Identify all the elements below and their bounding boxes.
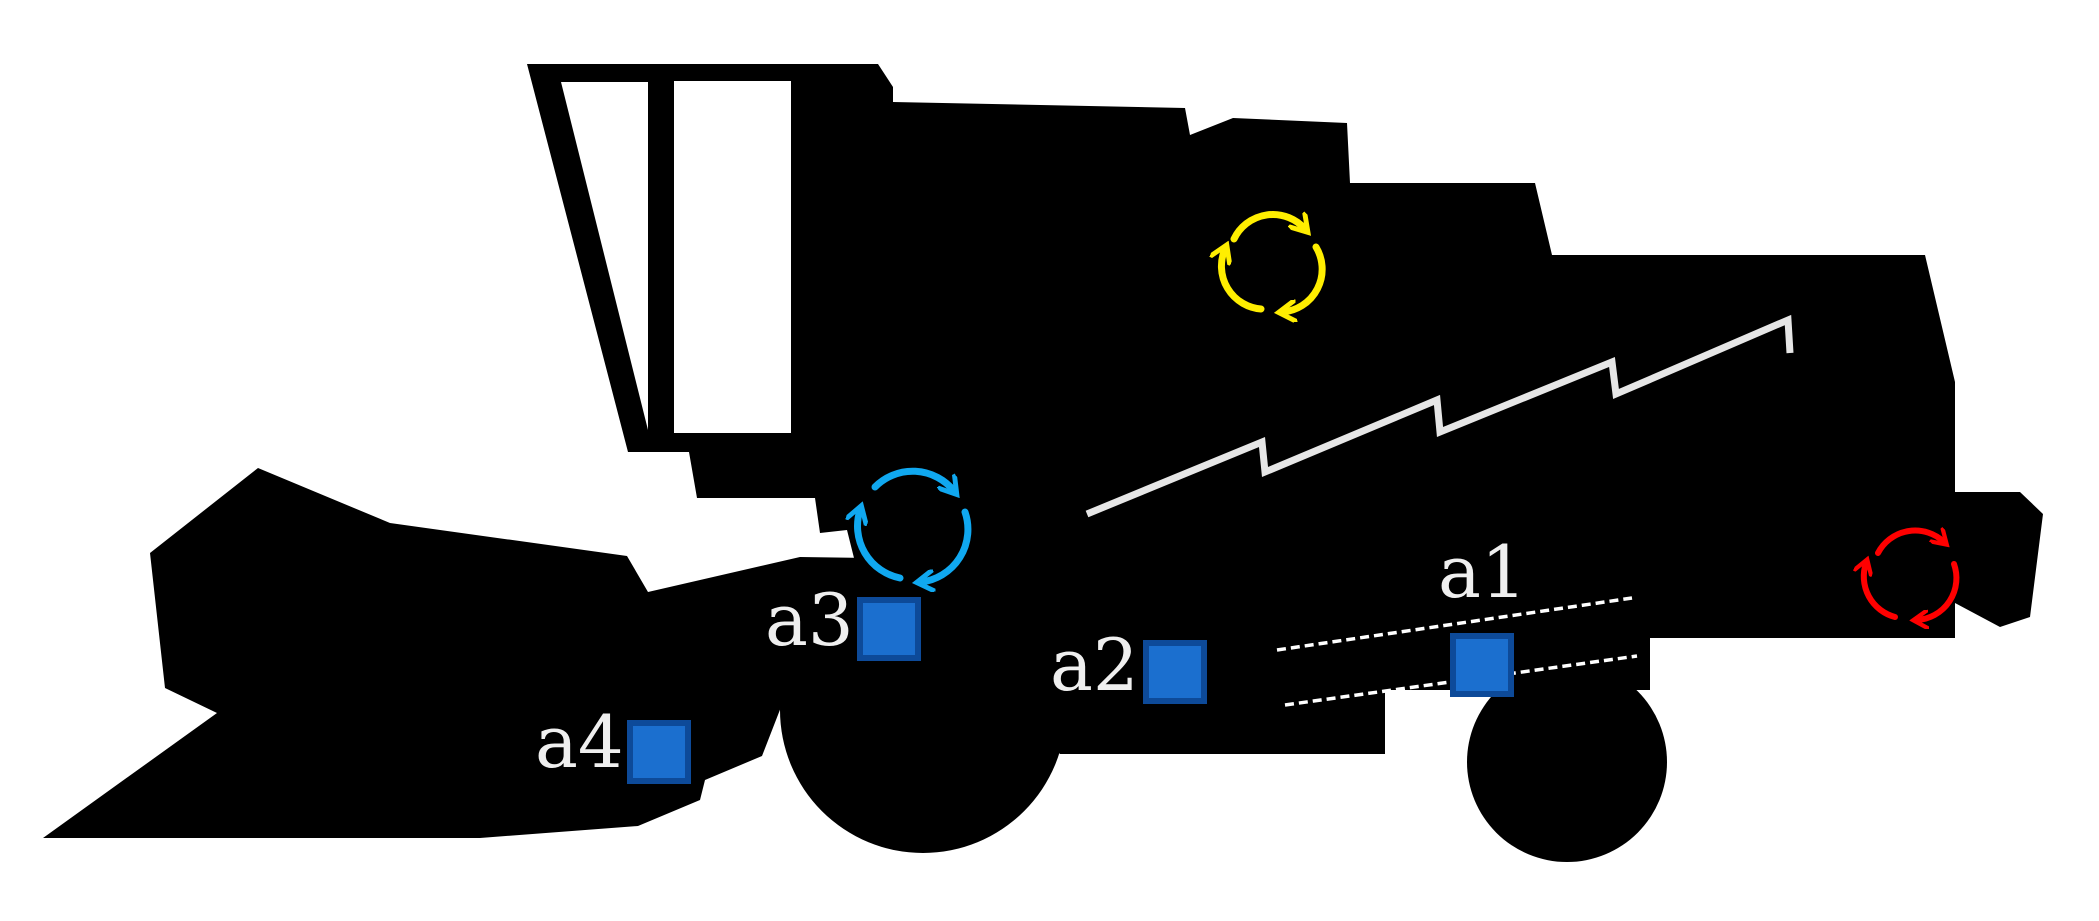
sensor-a2: a2	[1050, 623, 1207, 707]
sensor-a4-label: a4	[535, 700, 624, 784]
sensor-a2-marker	[1143, 640, 1207, 704]
sensor-a4: a4	[535, 700, 691, 784]
front-wheel	[780, 567, 1066, 853]
cab-window-front	[561, 82, 648, 430]
rear-wheel	[1467, 662, 1667, 862]
threshing-drum-rotation-icon	[1221, 211, 1326, 312]
sensor-a1: a1	[1438, 530, 1527, 697]
sensor-a4-marker	[627, 720, 691, 784]
sensor-a3-marker	[857, 597, 921, 661]
lower-sieve-line	[1284, 654, 1638, 707]
sensor-a2-label: a2	[1050, 623, 1139, 707]
cab-window-side	[674, 81, 791, 433]
sensor-a3: a3	[765, 578, 921, 662]
header-silhouette	[43, 468, 880, 838]
straw-walker-line	[1085, 314, 1794, 518]
sensor-a3-label: a3	[765, 578, 854, 662]
straw-chopper-rotation-icon	[1864, 531, 1960, 620]
sensor-a1-label: a1	[1438, 530, 1527, 614]
upper-sieve-line	[1276, 596, 1633, 652]
sensor-a1-marker	[1450, 633, 1514, 697]
header-auger-rotation-icon	[858, 467, 972, 582]
